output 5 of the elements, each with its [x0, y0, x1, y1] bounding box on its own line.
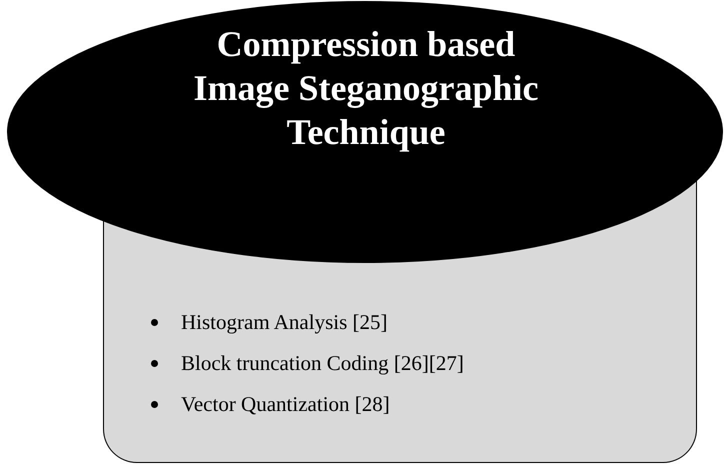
- list-item: Block truncation Coding [26][27]: [181, 351, 464, 375]
- ellipse-shape: [6, 0, 724, 264]
- list-item: Vector Quantization [28]: [181, 392, 390, 416]
- title-text: Compression based Image Steganographic Technique: [192, 23, 540, 154]
- list-item: Histogram Analysis [25]: [181, 310, 388, 334]
